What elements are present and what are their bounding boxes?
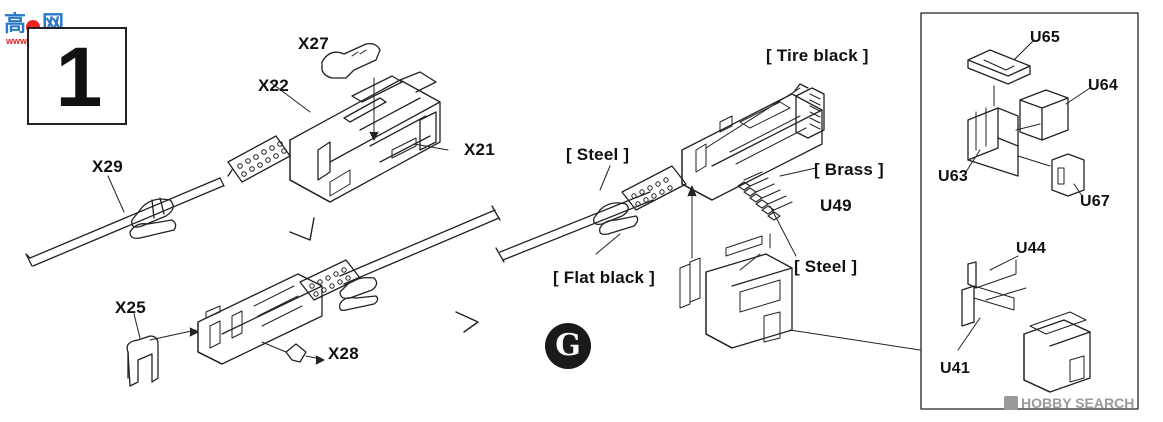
step-number: 1: [55, 30, 103, 124]
watermark-logo-icon: [1004, 396, 1018, 410]
label-u49: U49: [820, 196, 852, 215]
label-u41: U41: [940, 360, 970, 377]
exploded-gun-assembly: [25, 42, 449, 267]
label-brass: [ Brass ]: [814, 160, 884, 179]
ammo-box-detail-bottom: [957, 255, 1091, 393]
check-mark-1: [289, 217, 315, 241]
label-x27: X27: [298, 34, 329, 53]
label-x28: X28: [328, 344, 359, 363]
watermark: HOBBY SEARCH: [1004, 395, 1134, 411]
label-x21: X21: [464, 140, 495, 159]
check-mark-2: [455, 311, 479, 333]
part-group-badge: G: [545, 323, 591, 369]
detail-panel-frame: [920, 12, 1139, 410]
label-steel-top: [ Steel ]: [566, 145, 630, 164]
label-u67: U67: [1080, 193, 1110, 210]
label-u63: U63: [938, 168, 968, 185]
logo-text-1: 高: [4, 12, 26, 37]
label-x22: X22: [258, 76, 289, 95]
label-tire-black: [ Tire black ]: [766, 46, 869, 65]
label-x25: X25: [115, 298, 146, 317]
label-x29: X29: [92, 157, 123, 176]
label-u44: U44: [1016, 240, 1046, 257]
step-number-box: 1: [27, 27, 127, 125]
label-flat-black: [ Flat black ]: [553, 268, 655, 287]
label-u65: U65: [1030, 29, 1060, 46]
label-steel-bottom: [ Steel ]: [794, 257, 858, 276]
assembled-gun-lower: [126, 205, 501, 387]
ammo-box-detail-top: [965, 39, 1091, 197]
watermark-text: HOBBY SEARCH: [1021, 395, 1135, 411]
completed-gun: [495, 83, 921, 351]
label-u64: U64: [1088, 77, 1118, 94]
